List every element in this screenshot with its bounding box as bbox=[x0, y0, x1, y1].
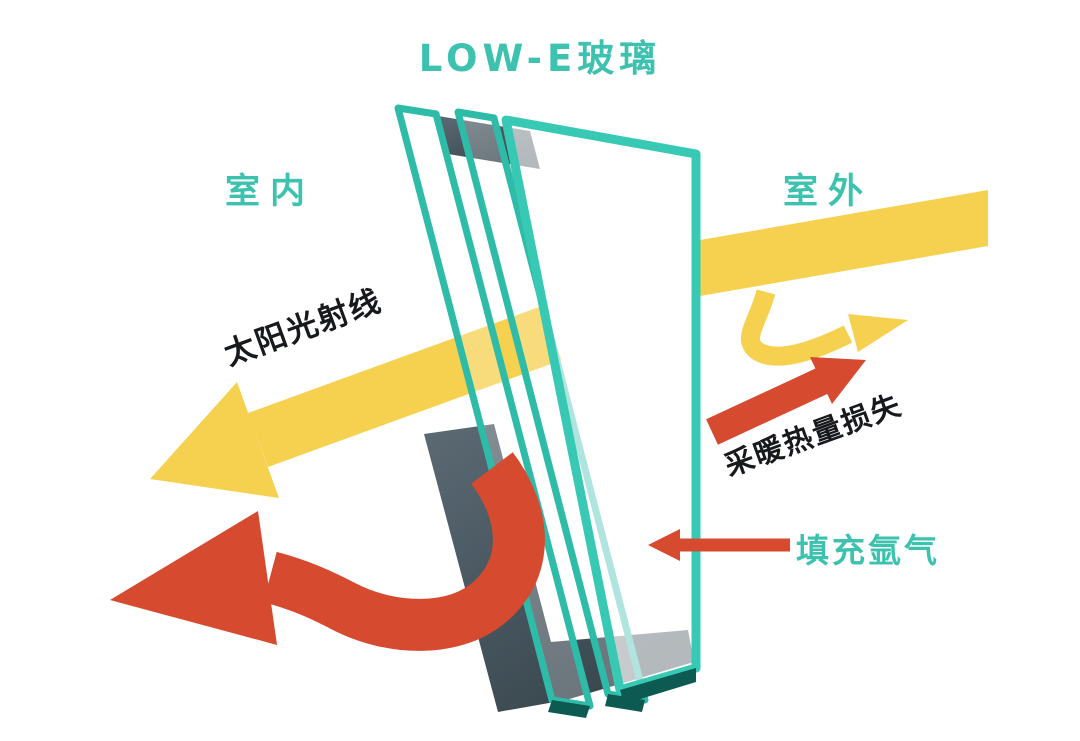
solar-ray-band-outdoor bbox=[700, 190, 988, 296]
outdoor-label: 室外 bbox=[783, 172, 874, 212]
argon-fill-label: 填充氩气 bbox=[796, 531, 940, 570]
indoor-heat-reflected-arrowhead bbox=[110, 511, 277, 645]
pane-bottom-edge-outer bbox=[620, 668, 696, 704]
indoor-heat-reflected-shaft bbox=[263, 452, 545, 651]
heat-loss-arrowhead bbox=[810, 357, 866, 404]
indoor-label: 室内 bbox=[225, 172, 316, 212]
solar-ray-band-indoor bbox=[248, 306, 562, 467]
solar-reflection-hook bbox=[741, 289, 853, 366]
heat-loss-arrow-shaft bbox=[706, 367, 830, 445]
diagram-title: LOW-E玻璃 bbox=[418, 37, 662, 80]
solar-ray-arrowhead-indoor bbox=[150, 382, 279, 498]
solar-reflection-arrowhead bbox=[848, 314, 908, 352]
argon-pointer-arrowhead bbox=[648, 529, 680, 561]
pane-bottom-edge-inner bbox=[548, 700, 590, 718]
